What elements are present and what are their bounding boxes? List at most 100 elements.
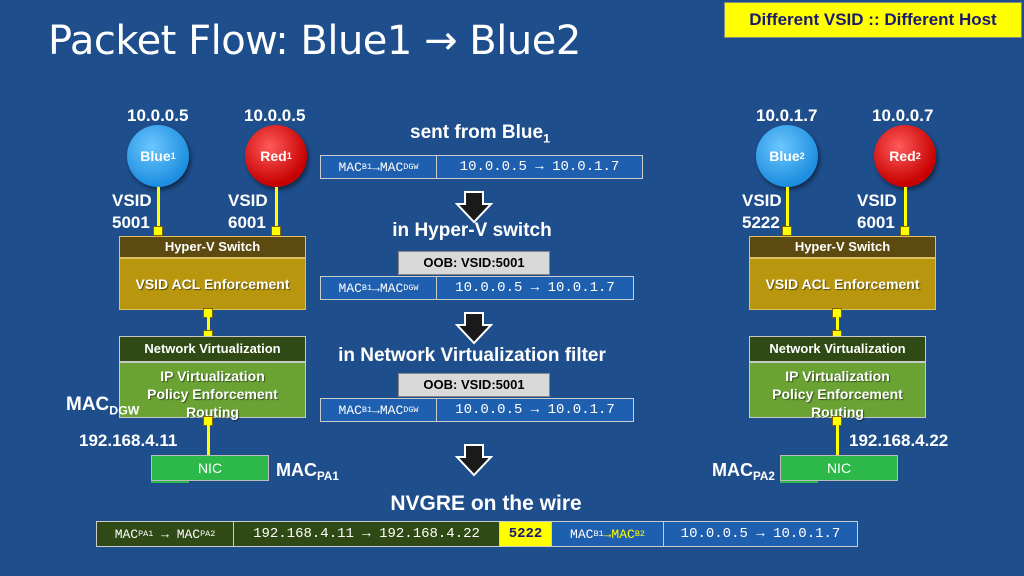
outer-ip-cell: 192.168.4.11 → 192.168.4.22 [234,522,500,546]
mac-sub: DGW [109,403,140,418]
nv-line: Policy Enforcement [147,386,278,402]
oob-stage-2: OOB: VSID:5001 [398,251,550,275]
mac-src-sub: B1 [361,162,373,172]
mac-dst: MAC [176,526,201,542]
mac-dst: MAC [611,526,635,542]
arrow-down-icon [455,444,493,477]
mac-dst: MAC [379,159,404,175]
mac-dst-sub: DGW [403,405,419,415]
arrow-down-icon [455,191,493,224]
nv-line: Routing [811,404,864,420]
vsid-acl-box: VSID ACL Enforcement [749,258,936,310]
red2-ip: 10.0.0.7 [872,106,934,125]
nv-header: Network Virtualization [119,336,306,362]
mac-pa1-label: MACPA1 [276,460,339,483]
mac-dst-sub: DGW [403,283,419,293]
mac-src: MAC [338,402,362,418]
vsid-acl-box: VSID ACL Enforcement [119,258,306,310]
ip-cell: 10.0.0.5 → 10.0.1.7 [459,159,620,175]
vsid-label: VSID [742,191,782,210]
nv-line: IP Virtualization [785,368,890,384]
link-line [207,315,210,333]
vm-sub: 1 [170,151,176,161]
mac-text: MAC [66,394,110,415]
stage-sub: 1 [543,131,550,146]
port-square [900,226,910,236]
blue2-ip: 10.0.1.7 [756,106,818,125]
nv-line: IP Virtualization [160,368,265,384]
vm-label: Blue [769,148,800,164]
mac-src: MAC [338,280,362,296]
red1-ip: 10.0.0.5 [244,106,306,125]
mac-dst: MAC [379,402,404,418]
vsid-value: 5001 [112,213,150,232]
port-square [271,226,281,236]
vsid-value: 6001 [228,213,266,232]
stage-label-1: sent from Blue1 [320,122,640,145]
port-square [153,226,163,236]
nv-header: Network Virtualization [749,336,926,362]
ip-cell: 10.0.0.5 → 10.0.1.7 [455,280,615,296]
oob-stage-3: OOB: VSID:5001 [398,373,550,397]
link-line [904,187,907,229]
nv-body: IP Virtualization Policy Enforcement Rou… [749,362,926,420]
nv-line: Policy Enforcement [772,386,903,402]
wire-label: NVGRE on the wire [390,492,582,515]
ip-cell: 10.0.0.5 → 10.0.1.7 [455,402,615,418]
mac-pa2-label: MACPA2 [712,460,775,483]
vm-label: Red [889,148,916,164]
blue1-ip: 10.0.0.5 [127,106,189,125]
vm-sub: 1 [286,151,292,161]
scenario-badge: Different VSID :: Different Host [724,2,1022,38]
vsid-value: 5222 [742,213,780,232]
link-line [207,423,210,456]
inner-ip-cell: 10.0.0.5 → 10.0.1.7 [664,522,857,546]
vm-label: Blue [140,148,171,164]
vsid-red1: VSID 6001 [228,190,268,234]
vm-sub: 2 [915,151,921,161]
mac-src-sub: B1 [361,283,373,293]
gre-key-cell: 5222 [500,522,552,546]
arrow-glyph: → [603,526,612,542]
pa1-ip: 192.168.4.11 [79,431,178,450]
mac-dgw-label: MACDGW [66,394,139,417]
mac-sub: PA2 [753,470,775,484]
mac-src: MAC [114,526,139,542]
link-line [836,315,839,333]
link-line [836,423,839,456]
mac-sub: PA1 [317,470,339,484]
vsid-label: VSID [857,191,897,210]
mac-src-sub: B1 [593,529,604,539]
stage-text: sent from Blue [410,122,544,143]
vsid-label: VSID [228,191,268,210]
nv-line: Routing [186,404,239,420]
mac-text: MAC [276,460,317,480]
nic-right: NIC [780,455,898,481]
hyperv-switch-header: Hyper-V Switch [119,236,306,258]
link-line [786,187,789,229]
mac-dst-sub: B2 [634,529,645,539]
pa2-ip: 192.168.4.22 [849,431,949,450]
link-line [275,187,278,229]
port-square [782,226,792,236]
mac-src-sub: PA1 [138,529,154,539]
nic-left: NIC [151,455,269,481]
stage-label-2: in Hyper-V switch [392,220,552,241]
stage-label-3: in Network Virtualization filter [338,345,606,366]
mac-text: MAC [712,460,753,480]
page-title: Packet Flow: Blue1 → Blue2 [48,18,581,64]
